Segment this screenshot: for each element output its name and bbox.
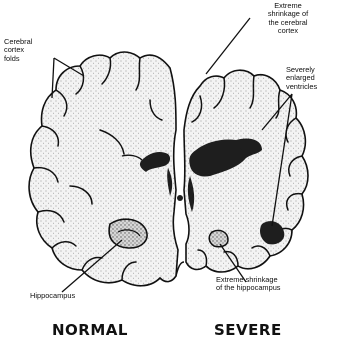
label-hippocampus: Hippocampus (30, 292, 100, 300)
normal-hippocampus (109, 219, 147, 248)
caption-severe: SEVERE (214, 321, 282, 339)
caption-normal: NORMAL (52, 321, 128, 339)
normal-hemisphere (29, 52, 178, 286)
third-ventricle (177, 195, 183, 201)
label-extreme-shrinkage-cortex: Extreme shrinkage of the cerebral cortex (252, 2, 324, 36)
label-shrinkage-hippocampus: Extreme shrinkage of the hippocampus (216, 276, 312, 293)
severe-hippocampus (209, 230, 228, 246)
label-enlarged-ventricles: Severely enlarged ventricles (286, 66, 336, 91)
label-cortex-folds: Cerebral cortex folds (4, 38, 54, 63)
leader-shrinkage-cortex (206, 18, 250, 74)
